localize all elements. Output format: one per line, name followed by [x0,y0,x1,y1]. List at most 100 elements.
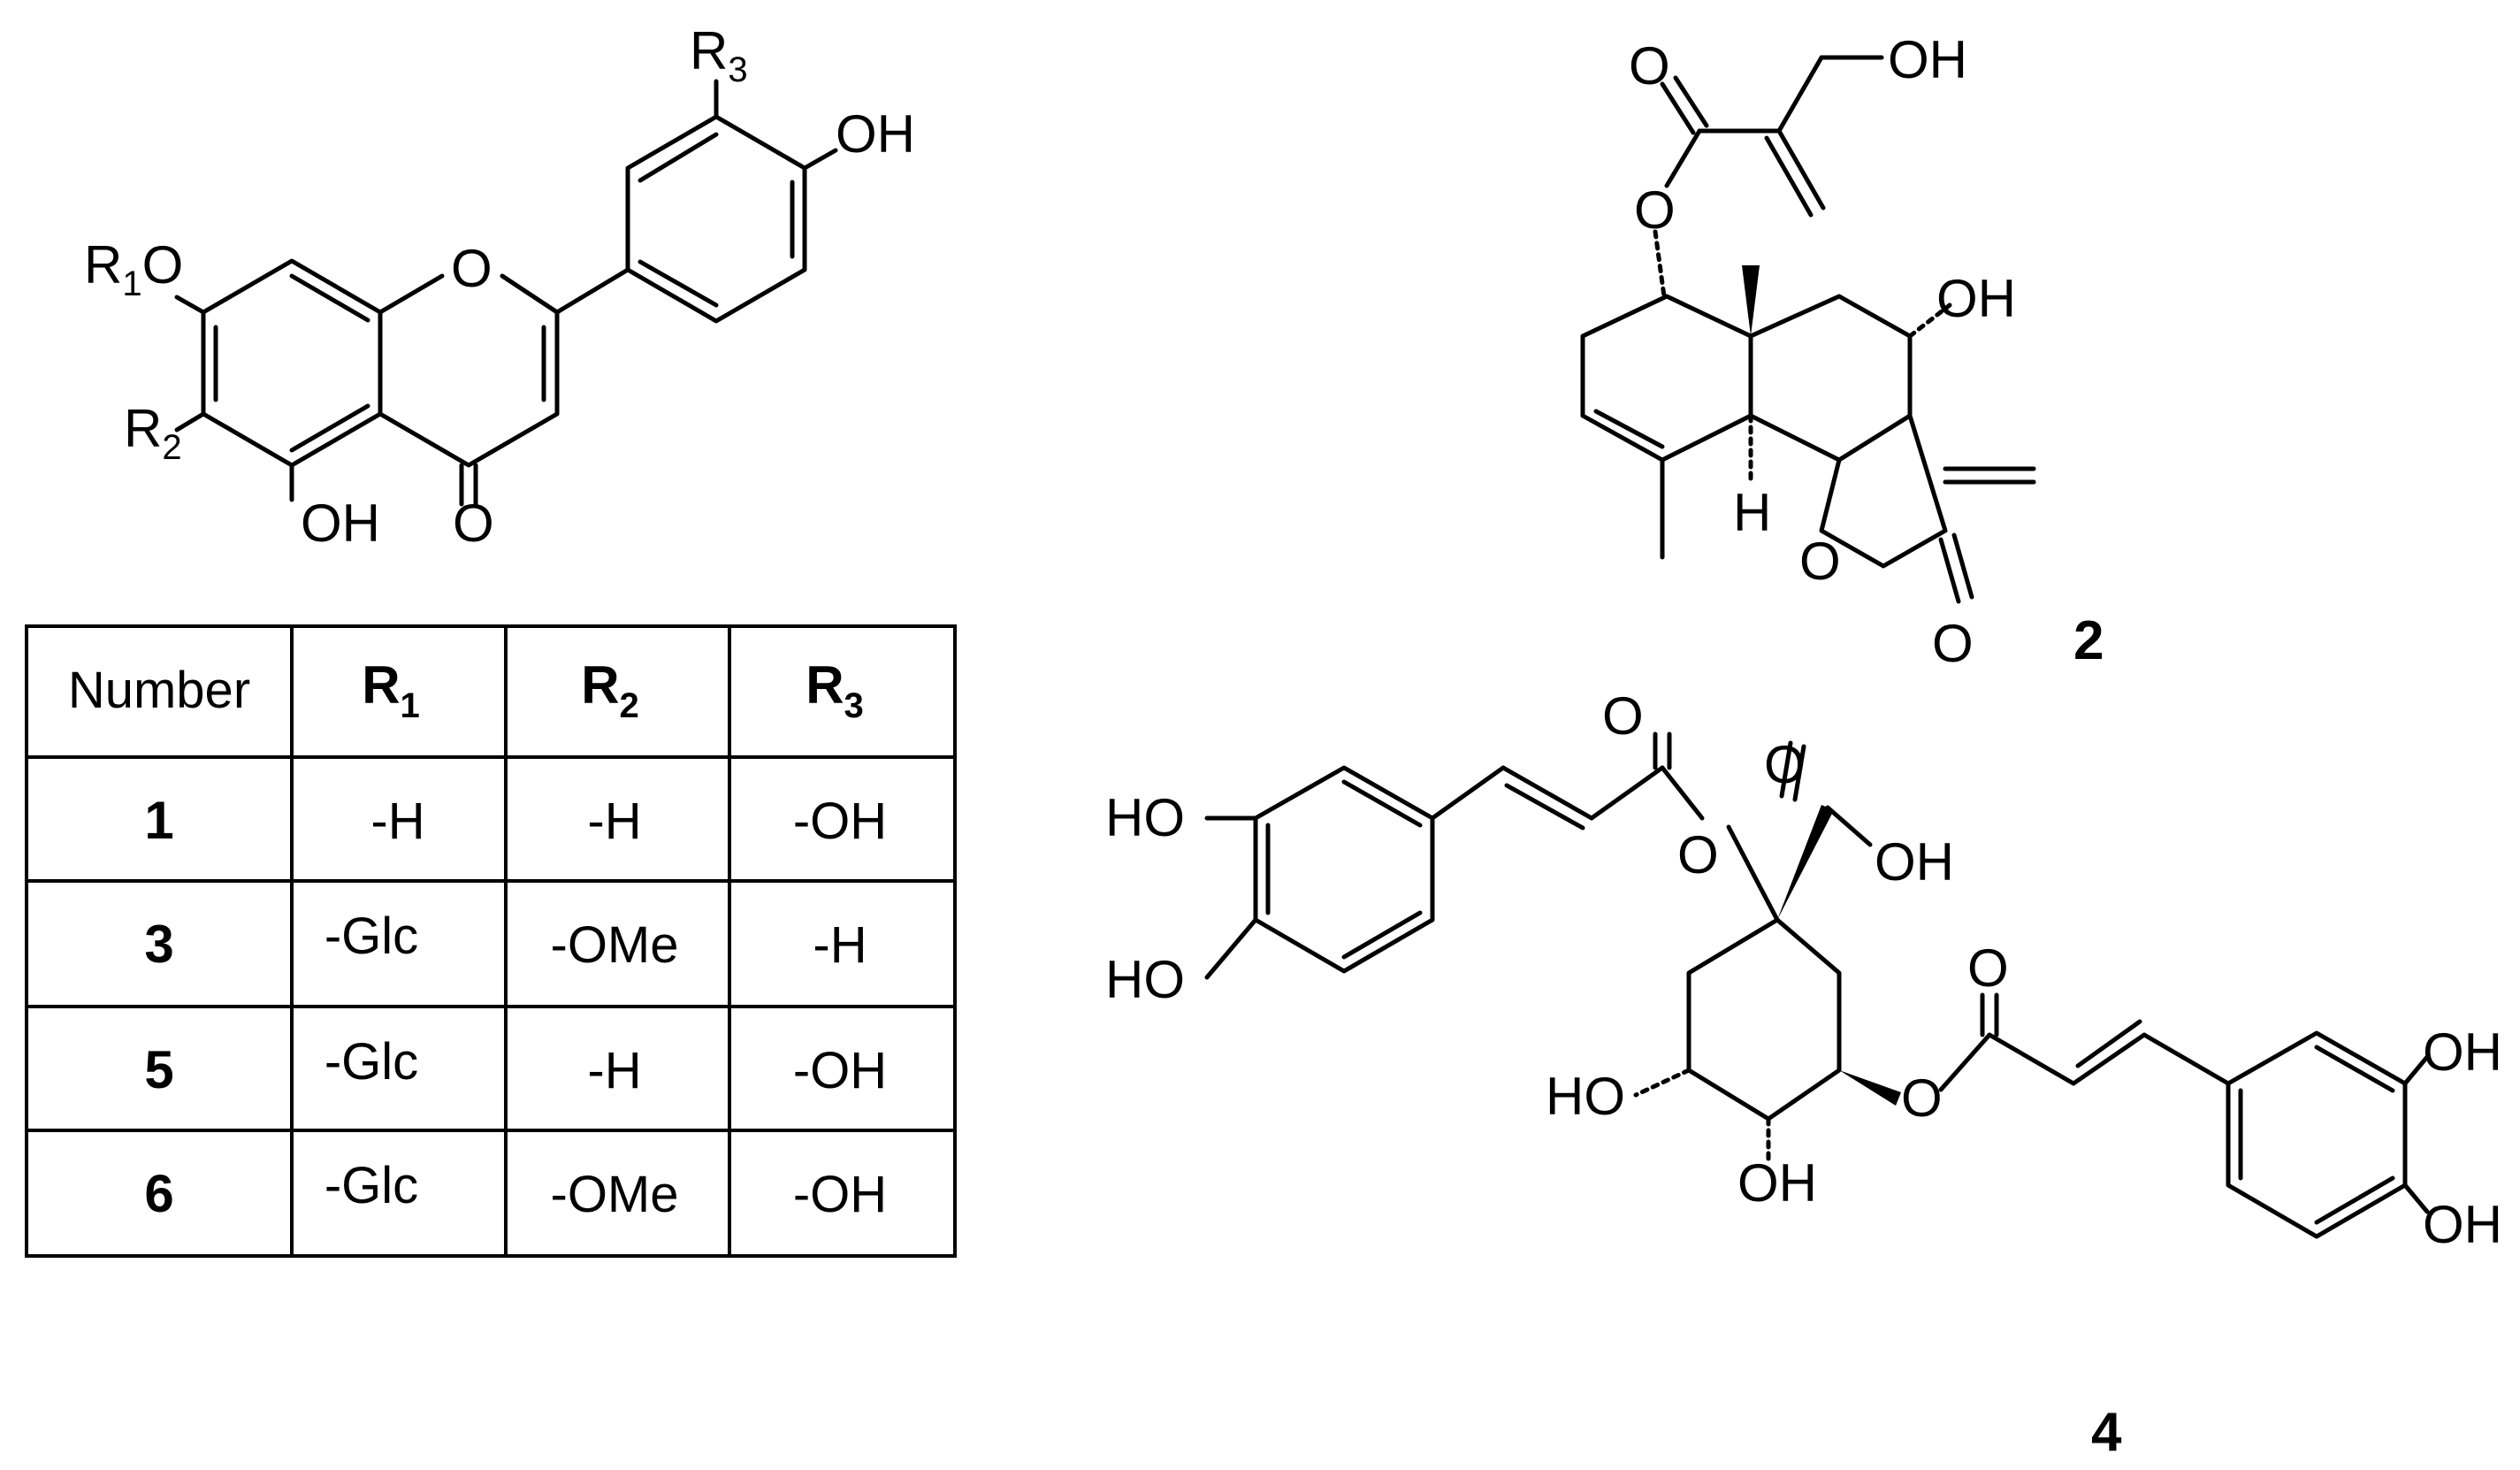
flavone-4oh-label: OH [836,104,915,164]
c2-hydroxymethyl-bond-1 [1776,55,1824,134]
flavone-5oh-label: OH [301,494,380,553]
table-cell-r1: -Glc [325,1033,418,1091]
table-cell-r3: -OH [793,1166,887,1223]
c4-right-aromatic-ring [2226,1030,2408,1239]
c2-ring-left-double [1593,409,1665,449]
c4-left-carbonyl-o-label: O [1602,686,1644,746]
c2-lactone-carbonyl-2 [1951,532,1974,600]
c2-ester-carbonyl-o-label: O [1629,36,1670,96]
table-row: 6 -Glc -OMe -OH [144,1157,887,1223]
table-header-r1: R1 [362,655,420,725]
flavone-r1o-bond [174,295,206,315]
c2-lactone-ring-o-label: O [1799,532,1841,591]
c4-right-vinyl-1 [1987,1032,2076,1086]
c2-angular-methyl-wedge [1742,265,1760,336]
table-cell-r3: -OH [793,1042,887,1099]
c4-ho-left-bottom-label: HO [1105,950,1185,1009]
c4-acid-carbonyl-2 [1792,744,1806,802]
c4-left-ring-double-2 [1341,779,1423,828]
table-cell-number: 1 [144,791,173,850]
table-border [25,624,957,1258]
c4-left-vinyl-double [1504,783,1585,831]
table-cell-r2: -H [587,1042,641,1099]
c4-left-carbonyl-c [1589,765,1665,821]
table-cell-r2: -H [587,792,641,850]
c4-right-ester-wedge [1839,1070,1901,1106]
c2-ring-lactone [1819,413,1948,569]
c4-right-oh-top-bond [2402,1054,2430,1086]
flavone-r2-label: R2 [124,399,182,467]
c4-acid-oh-label: OH [1875,832,1954,892]
flavone-r2-bond [174,411,206,433]
c4-left-ho-bottom-bond [1204,917,1258,980]
c4-left-ring-double-3 [1341,910,1423,960]
c4-left-ester-bond [1660,765,1705,821]
flavone-4oh-bond [802,148,838,171]
c2-ring-oh-label: OH [1936,269,2016,328]
c2-methylene-2 [1764,135,1814,218]
flavone-ring-a [201,258,383,468]
c2-ester-link-o-label: O [1634,180,1676,240]
table-cell-number: 5 [144,1040,173,1099]
c4-right-oh-top-label: OH [2423,1022,2502,1082]
compound-4-number: 4 [2091,1402,2122,1463]
flavone-ring-b [625,114,807,324]
flavone-ring-o-label: O [451,239,493,298]
c2-ring-left [1580,294,1753,463]
table-row: 3 -Glc -OMe -H [144,907,867,974]
c2-ring-middle [1748,294,1913,463]
table-cell-r1: -Glc [325,1157,418,1214]
table-cell-r2: -OMe [551,1166,679,1223]
c2-ester-hash-bond [1653,229,1667,299]
flavone-r1o-label: R1O [84,235,183,303]
c4-left-aromatic-ring [1253,765,1435,974]
table-header-r3: R3 [806,655,864,725]
c2-stereo-h-label: H [1733,483,1771,542]
table-cell-r2: -OMe [551,916,679,974]
c2-ester-o-bond [1664,128,1702,188]
substituent-table: Number R1 R2 R3 1 -H -H -OH 3 -Glc -OMe … [25,624,957,1258]
c4-acid-carbonyl-o-label: O [1764,735,1806,794]
c4-acid-oh-bond [1825,805,1873,847]
table-cell-r3: -H [813,916,867,974]
flavone-ring-b-double-3 [638,259,719,308]
table-header-number: Number [68,662,250,719]
c4-right-vinyl-2 [2071,1032,2147,1086]
c4-right-ring-double-2 [2314,1045,2395,1093]
c2-hydroxymethyl-oh-label: OH [1888,30,1967,89]
compound-2-structure: O OH O OH H O O 2 [1580,30,2104,673]
c2-lactone-carbonyl-o-label: O [1932,614,1974,673]
table-row: 1 -H -H -OH [144,791,887,850]
flavone-r3-label: R3 [690,21,748,89]
c4-ho-left-top-label: HO [1105,788,1185,847]
c4-right-ester-bond [1938,1032,1992,1092]
table-cell-r1: -Glc [325,907,418,965]
flavone-keto-o-label: O [453,494,494,553]
table-cell-number: 6 [144,1164,173,1223]
c4-ring-ho-hash [1633,1068,1691,1098]
c4-left-vinyl-1 [1430,765,1506,821]
flavone-ring-c-body [378,273,560,468]
flavone-ring-a-double-1 [289,273,370,323]
c4-acid-carbonyl-1 [1779,740,1793,799]
c4-right-vinyl-double [2075,1019,2142,1068]
c4-right-oh-bottom-bond [2402,1183,2430,1214]
c2-methylene-1 [1776,128,1826,211]
c4-right-oh-bottom-label: OH [2423,1195,2502,1254]
c4-quinic-ring [1686,917,1842,1122]
c4-right-ester-o-label: O [1901,1068,1943,1128]
c2-lactone-carbonyl-1 [1938,537,1961,604]
c4-right-aryl-link [2142,1032,2231,1086]
c4-o-to-ring [1726,824,1780,923]
table-header-r2: R2 [581,655,639,725]
c2-oh-hash-bond [1907,302,1952,339]
flavone-ring-b-double-1 [638,132,719,183]
c4-right-ring-double-3 [2314,1175,2395,1225]
table-cell-r1: -H [370,792,424,850]
flavone-structure: R3 OH R1O O R2 OH O [84,21,915,553]
c4-right-carbonyl-o-label: O [1967,938,2009,998]
c4-cooh-wedge [1777,805,1834,920]
c2-ester-carbonyl-bond-1 [1660,81,1696,135]
flavone-ring-c [378,273,445,315]
